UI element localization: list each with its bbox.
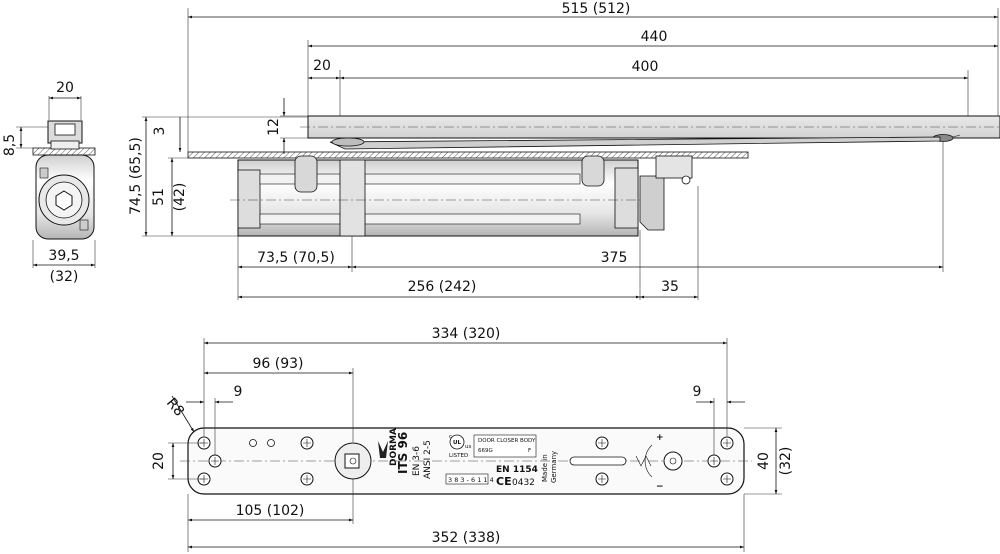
dim-96: 96 (93) [252,356,303,372]
dim-35: 35 [661,279,679,295]
dim-r8: R8 [163,395,187,420]
ce-mark: CE [496,475,512,488]
door-leaf-section [187,151,749,159]
dorma-logo-icon [378,441,388,458]
size-scale: 3 8 3 - 6 1 1 4 [448,476,494,484]
dim-400: 400 [632,59,659,75]
speed-adjust-valve-icon [663,451,683,471]
germany-label: Germany [550,451,558,483]
mounting-plate-view: DORMA ITS 96 EN 3-6 ANSI 2-5 UL c us LIS… [151,326,794,552]
ansi-label: ANSI 2-5 [423,440,433,479]
dim-256: 256 (242) [408,279,477,295]
dim-20-plate: 20 [151,452,167,470]
en1154-label: EN 1154 [496,465,538,475]
listed-label: LISTED [449,453,468,459]
dim-32-plate: (32) [778,447,794,476]
dim-73-5: 73,5 (70,5) [257,250,335,266]
cert-title: DOOR CLOSER BODY [478,438,536,444]
ce-code: 0432 [512,478,535,488]
closer-arm [329,136,941,150]
ul-c-label: c [449,434,452,440]
dim-375: 375 [601,250,628,266]
dim-42: (42) [172,183,188,212]
dim-51: 51 [151,188,167,206]
svg-text:+: + [656,433,664,443]
hex-spindle-icon [55,190,73,211]
closer-bracket [639,175,665,231]
dim-9-right: 9 [693,384,702,400]
dim-515: 515 (512) [562,1,631,17]
front-view: 515 (512) 440 20 400 12 3 74,5 (65,5) 51… [128,1,1000,300]
svg-text:−: − [656,482,664,492]
dim-12: 12 [266,118,282,136]
dim-20-top: 20 [313,58,331,74]
dim-40: 40 [756,452,772,470]
en-size-label: EN 3-6 [412,446,422,476]
dim-9-left: 9 [234,384,243,400]
ul-us-label: us [465,444,471,450]
dim-440: 440 [641,29,668,45]
adjustment-slot [569,456,627,466]
dim-334: 334 (320) [432,326,501,342]
dim-8-5: 8,5 [2,134,18,156]
made-in-label: Made in [541,454,549,482]
dim-105: 105 (102) [236,503,305,519]
dim-352: 352 (338) [432,530,501,546]
side-view: 20 8,5 39,5 (32) [2,80,96,285]
dim-74-5: 74,5 (65,5) [128,137,144,215]
cert-letter: F [528,448,531,454]
dim-side-32: (32) [50,269,79,285]
cert-code: 669G [478,448,493,454]
svg-text:UL: UL [453,440,461,446]
dim-39-5: 39,5 [48,248,79,264]
adjustment-arc [644,444,653,478]
dim-3: 3 [152,127,168,136]
brand-label: DORMA [389,428,399,466]
dim-side-20: 20 [56,80,74,96]
square-spindle-icon [344,453,360,469]
ul-mark-icon [449,434,465,450]
model-label: ITS 96 [396,432,410,474]
